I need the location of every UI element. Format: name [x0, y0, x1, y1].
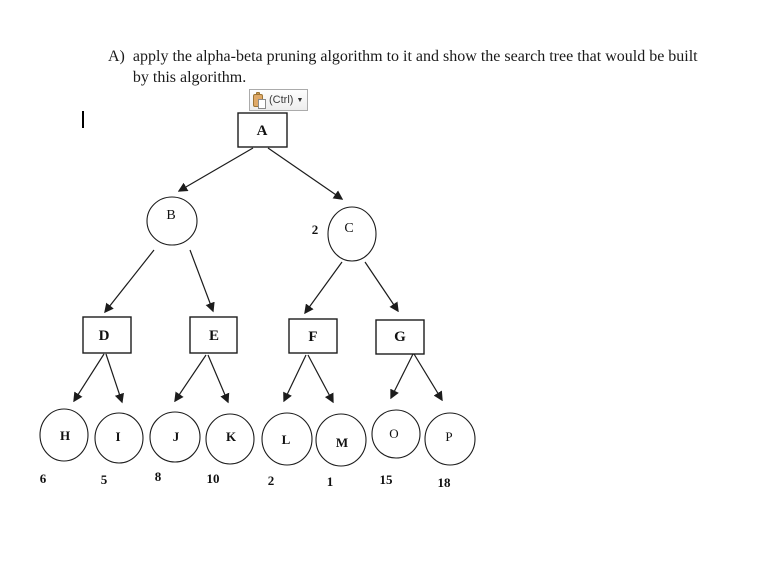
node-P-label: P — [445, 429, 452, 444]
node-K-label: K — [226, 429, 237, 444]
leaf-value-L: 2 — [268, 473, 275, 488]
edge-D-H — [73, 353, 105, 403]
node-M-circle — [315, 413, 367, 467]
edge-A-C — [267, 147, 344, 200]
tree-edges — [73, 147, 443, 404]
node-F-box — [288, 318, 338, 354]
node-B-circle — [146, 196, 198, 246]
node-I-label: I — [115, 429, 120, 444]
edge-G-P — [413, 353, 443, 402]
paste-options-label: (Ctrl) — [269, 94, 294, 106]
node-J-label: J — [173, 429, 180, 444]
node-D-box — [82, 316, 132, 354]
node-D-label: D — [99, 328, 110, 344]
node-G-label: G — [394, 329, 406, 345]
leaf-value-I: 5 — [101, 472, 108, 487]
leaf-value-M: 1 — [327, 474, 334, 489]
edge-B-D — [104, 249, 155, 314]
edge-G-O — [390, 353, 414, 400]
instruction-line-2: by this algorithm. — [132, 69, 247, 86]
instruction-line-1: apply the alpha-beta pruning algorithm t… — [132, 48, 698, 65]
edge-D-I — [105, 353, 124, 404]
node-J-circle — [149, 411, 201, 463]
leaf-value-O: 15 — [380, 472, 394, 487]
node-L-circle — [261, 412, 313, 466]
leaf-value-K: 10 — [207, 471, 220, 486]
leaf-value-H: 6 — [40, 471, 47, 486]
edge-C-G — [364, 261, 399, 313]
node-E-box — [189, 316, 238, 354]
leaf-value-P: 18 — [438, 475, 452, 490]
node-C-label: C — [344, 221, 353, 236]
instruction-text: A) apply the alpha-beta pruning algorith… — [108, 46, 728, 88]
node-O-circle — [371, 409, 421, 459]
node-G-box — [375, 319, 425, 355]
node-O-label: O — [389, 426, 398, 441]
leaf-value-J: 8 — [155, 469, 162, 484]
edge-E-J — [174, 354, 207, 403]
node-K-circle — [205, 413, 255, 465]
edge-B-E — [189, 249, 215, 313]
node-B-label: B — [166, 208, 175, 223]
node-C-annotation: 2 — [312, 222, 319, 237]
text-caret — [82, 111, 84, 128]
node-A-label: A — [257, 123, 268, 139]
chevron-down-icon: ▼ — [296, 96, 304, 104]
node-C-circle — [327, 206, 377, 262]
node-F-label: F — [308, 329, 317, 345]
edge-A-B — [177, 147, 254, 192]
list-marker: A) — [108, 48, 125, 65]
edge-F-M — [307, 354, 334, 404]
node-I-circle — [94, 412, 144, 464]
edge-C-F — [304, 261, 343, 315]
paste-options-button[interactable]: (Ctrl) ▼ — [249, 89, 308, 111]
edge-E-K — [207, 354, 230, 404]
node-P-circle — [424, 412, 476, 466]
paste-clipboard-icon — [253, 91, 266, 109]
node-A-box — [237, 112, 288, 148]
node-M-label: M — [336, 435, 348, 450]
edge-F-L — [283, 354, 307, 403]
node-L-label: L — [282, 432, 291, 447]
node-E-label: E — [209, 328, 219, 344]
node-H-label: H — [60, 428, 70, 443]
node-H-circle — [39, 408, 89, 462]
